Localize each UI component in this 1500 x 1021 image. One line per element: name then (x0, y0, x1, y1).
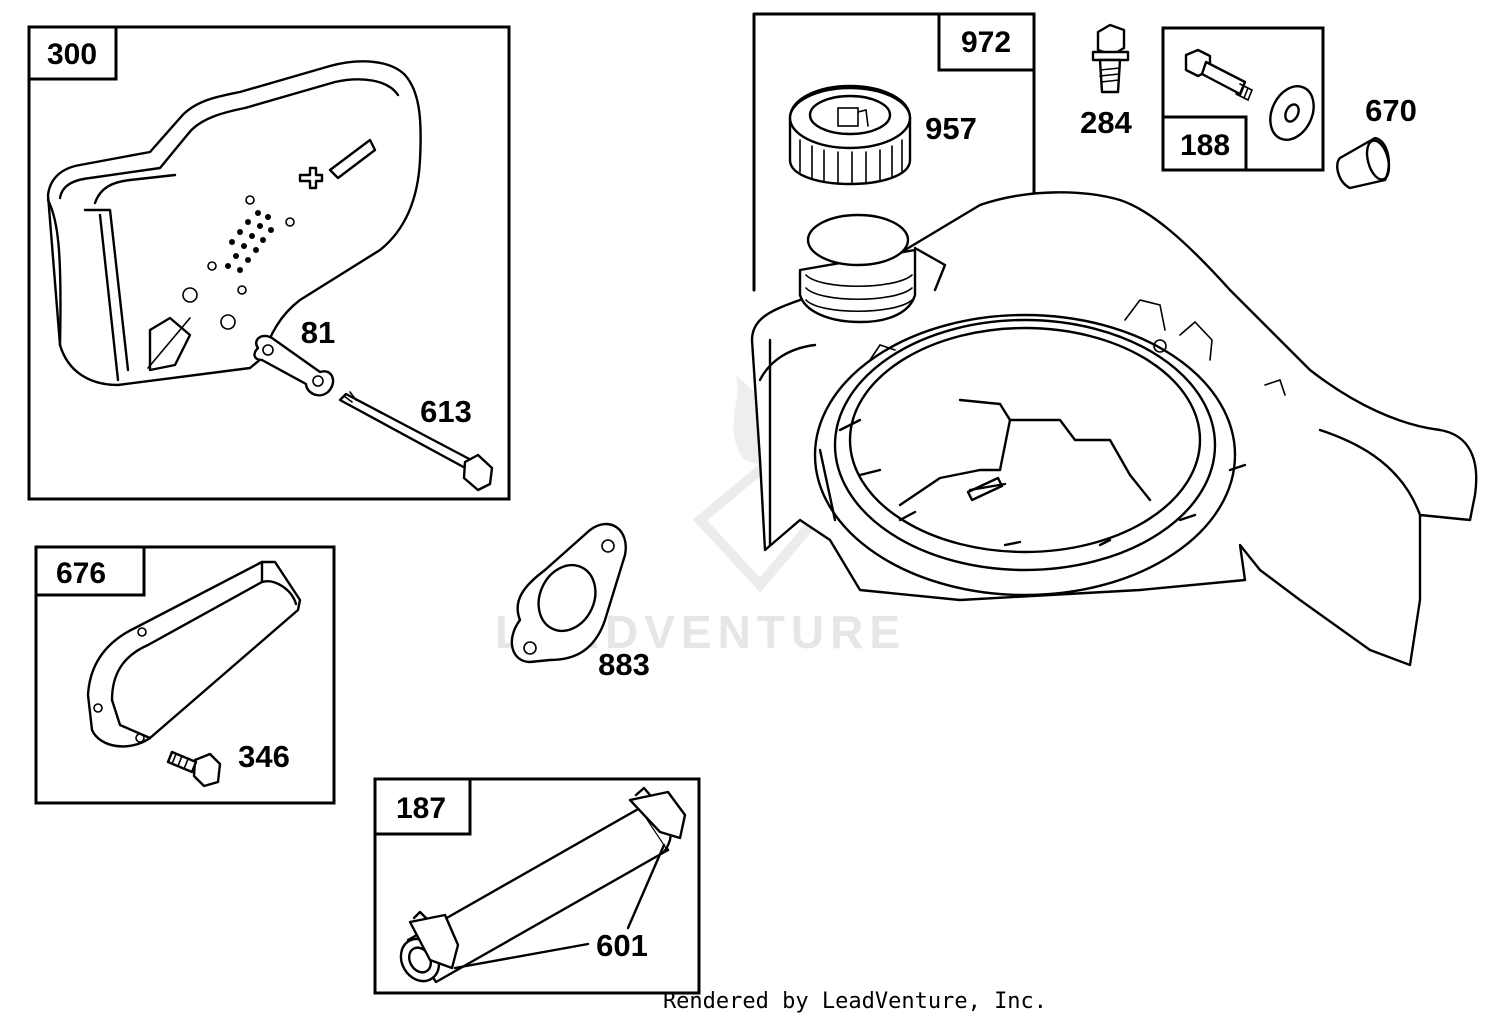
group-676-heat-shield: 676 346 (34, 545, 336, 805)
tag-300 (27, 25, 118, 81)
callout-601: 601 (596, 928, 648, 963)
fuel-tank-drawing (750, 191, 1478, 667)
group-300-muffler: 300 (27, 25, 511, 501)
muffler-vent-holes (225, 210, 274, 273)
tag-300-label: 300 (47, 38, 97, 71)
tag-972 (937, 12, 1036, 72)
tag-188-label: 188 (1180, 129, 1230, 162)
spacer-670 (1336, 136, 1391, 190)
tag-676-label: 676 (56, 557, 106, 590)
screw-346 (166, 750, 222, 788)
muffler-drawing (46, 60, 422, 387)
group-188-bolt-washer: 188 (1161, 26, 1325, 172)
bolt-284 (1091, 23, 1130, 94)
callout-613: 613 (420, 394, 472, 429)
tag-187 (373, 777, 472, 836)
footer-credit: Rendered by LeadVenture, Inc. (663, 989, 1047, 1014)
callout-670: 670 (1365, 93, 1417, 128)
callout-883: 883 (598, 647, 650, 682)
callout-346: 346 (238, 739, 290, 774)
gasket-81 (253, 334, 335, 397)
callout-957: 957 (925, 111, 977, 146)
group-187-fuel-line: 187 (373, 777, 701, 995)
group-972-fuel-tank: 972 957 (750, 12, 1478, 667)
tag-676 (34, 545, 146, 597)
callout-284: 284 (1080, 105, 1132, 140)
tag-972-label: 972 (961, 26, 1011, 59)
gasket-883 (510, 523, 627, 664)
tag-188 (1161, 115, 1248, 172)
tag-187-label: 187 (396, 792, 446, 825)
box-972 (752, 12, 1036, 292)
fuel-cap-957 (788, 84, 912, 186)
stud-613 (338, 391, 494, 492)
callout-81: 81 (301, 315, 335, 350)
